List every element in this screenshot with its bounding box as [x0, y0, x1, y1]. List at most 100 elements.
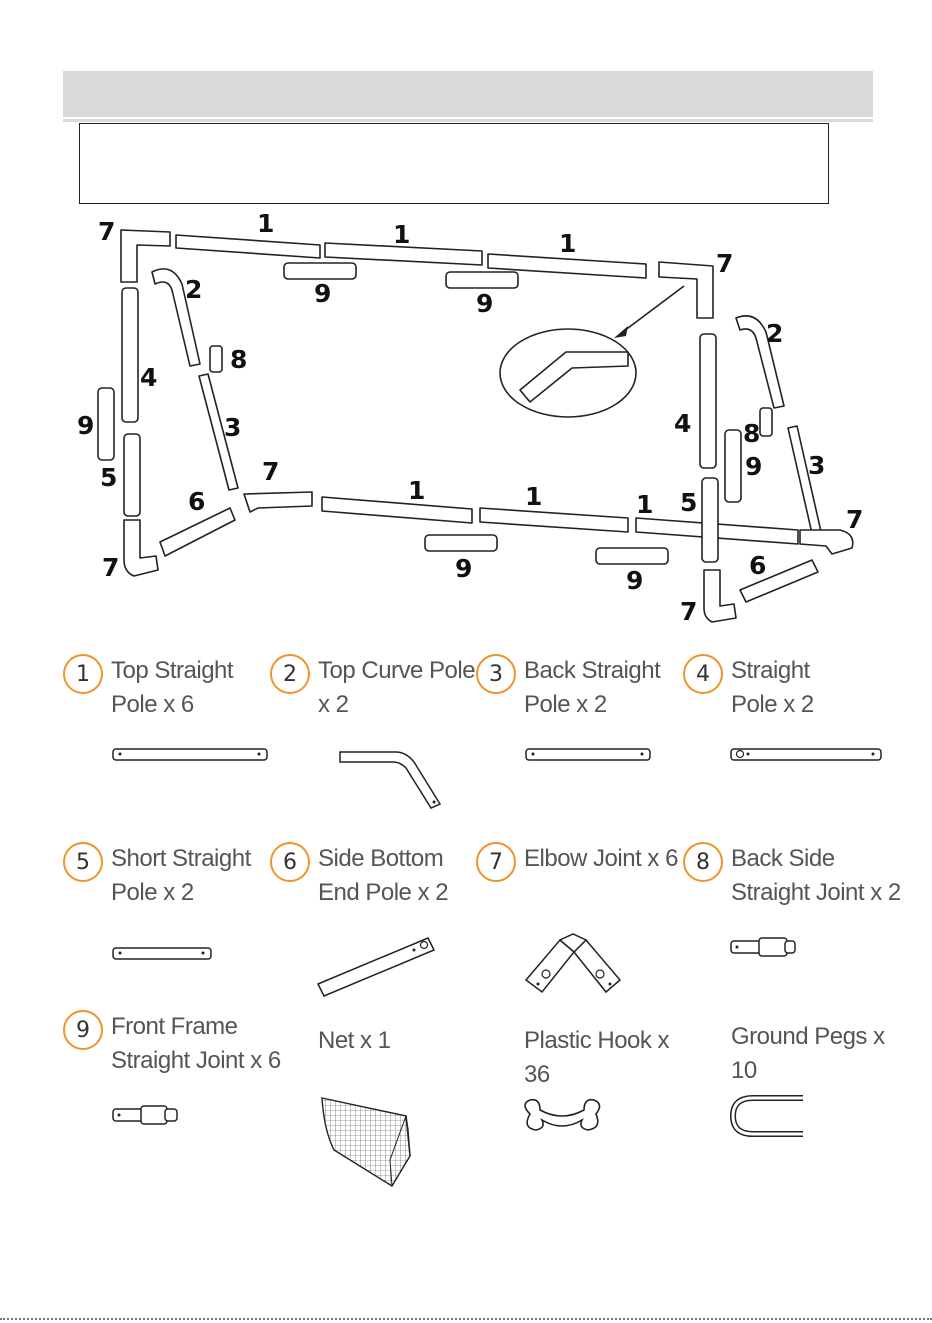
top-curve-pole-icon — [339, 751, 442, 809]
part-side-bottom-end-pole: 6 Side Bottom End Pole x 2 — [270, 842, 480, 1017]
callout-8: 8 — [230, 345, 247, 374]
detail-zoom-circle — [499, 328, 637, 418]
callout-7: 7 — [262, 457, 279, 486]
part-straight-pole: 4 Straight Pole x 2 — [683, 654, 893, 829]
part-number-badge: 1 — [63, 654, 103, 694]
pole-4-left — [121, 287, 139, 423]
part-plastic-hook: Plastic Hook x 36 — [476, 1010, 686, 1185]
part-front-frame-straight-joint: 9 Front Frame Straight Joint x 6 — [63, 1010, 281, 1185]
curve-pole-2-right — [735, 315, 785, 409]
part-number-badge: 7 — [476, 842, 516, 882]
part-back-straight-pole: 3 Back Straight Pole x 2 — [476, 654, 686, 829]
elbow-joint-bottom-right-front — [703, 569, 737, 623]
joint-9-bottom-b — [595, 547, 669, 565]
callout-3: 3 — [808, 451, 825, 480]
detail-elbow — [519, 351, 629, 403]
back-pole-3-right — [787, 425, 823, 539]
callout-7: 7 — [102, 553, 119, 582]
callout-1: 1 — [525, 482, 542, 511]
joint-8-right — [759, 407, 773, 437]
callout-1: 1 — [408, 476, 425, 505]
bottom-pole-1-middle — [479, 507, 629, 533]
top-pole-1-left — [175, 234, 321, 259]
joint-8-left — [209, 345, 223, 373]
part-top-straight-pole: 1 Top Straight Pole x 6 — [63, 654, 273, 829]
side-bottom-pole-6-right — [739, 559, 819, 603]
part-label: Front Frame Straight Joint x 6 — [111, 1013, 281, 1074]
part-ground-pegs: Ground Pegs x 10 — [683, 1010, 893, 1185]
callout-1: 1 — [257, 209, 274, 238]
callout-7: 7 — [680, 597, 697, 626]
part-number-badge: 8 — [683, 842, 723, 882]
callout-9: 9 — [455, 554, 472, 583]
callout-4: 4 — [140, 363, 157, 392]
callout-9: 9 — [77, 411, 94, 440]
part-label: Back Side Straight Joint x 2 — [731, 845, 901, 906]
callout-7: 7 — [98, 217, 115, 246]
back-pole-3-left — [198, 373, 239, 491]
elbow-joint-bottom-right — [799, 529, 854, 555]
bottom-dotted-rule — [0, 1318, 932, 1320]
joint-9-top-a — [283, 262, 357, 280]
part-number-badge: 4 — [683, 654, 723, 694]
front-frame-straight-joint-icon — [112, 1105, 178, 1125]
part-elbow-joint: 7 Elbow Joint x 6 — [476, 842, 686, 1017]
pole-5-right — [701, 477, 719, 563]
part-net: Net x 1 — [270, 1010, 480, 1187]
callout-9: 9 — [314, 279, 331, 308]
side-bottom-pole-6-left — [159, 507, 236, 557]
header-bar — [63, 71, 873, 117]
part-label: Top Curve Pole x 2 — [318, 657, 476, 718]
straight-pole-icon — [730, 748, 882, 761]
net-icon — [321, 1097, 411, 1187]
callout-1: 1 — [636, 490, 653, 519]
joint-9-left-side — [97, 387, 115, 461]
part-number-badge: 2 — [270, 654, 310, 694]
part-label: Straight Pole x 2 — [731, 657, 814, 718]
callout-7: 7 — [716, 249, 733, 278]
pole-4-right — [699, 333, 717, 469]
joint-9-bottom-a — [424, 534, 498, 552]
callout-2: 2 — [766, 319, 783, 348]
part-label: Elbow Joint x 6 — [524, 845, 678, 872]
short-straight-pole-icon — [112, 947, 212, 960]
joint-9-top-b — [445, 271, 519, 289]
part-label: Short Straight Pole x 2 — [111, 845, 251, 906]
top-pole-1-right — [487, 253, 647, 279]
callout-8: 8 — [743, 419, 760, 448]
part-label: Side Bottom End Pole x 2 — [318, 845, 449, 906]
part-number-badge: 3 — [476, 654, 516, 694]
notice-box — [79, 123, 829, 204]
callout-9: 9 — [745, 452, 762, 481]
callout-1: 1 — [559, 229, 576, 258]
elbow-joint-bottom-middle-left — [243, 491, 313, 513]
back-side-straight-joint-icon — [730, 937, 796, 957]
pole-5-left — [123, 433, 141, 517]
curve-pole-2-left — [151, 268, 201, 367]
part-label: Plastic Hook x 36 — [524, 1027, 670, 1088]
callout-1: 1 — [393, 220, 410, 249]
callout-2: 2 — [185, 275, 202, 304]
part-label: Top Straight Pole x 6 — [111, 657, 234, 718]
elbow-joint-bottom-left — [123, 519, 159, 577]
callout-6: 6 — [749, 551, 766, 580]
callout-9: 9 — [476, 289, 493, 318]
joint-9-right-side — [724, 429, 742, 503]
callout-4: 4 — [674, 409, 691, 438]
bottom-pole-1-left — [321, 496, 473, 524]
top-pole-1-middle — [324, 242, 483, 266]
part-label: Ground Pegs x 10 — [731, 1023, 885, 1084]
part-label: Back Straight Pole x 2 — [524, 657, 661, 718]
side-bottom-end-pole-icon — [316, 937, 436, 997]
elbow-joint-top-right — [658, 261, 714, 319]
part-short-straight-pole: 5 Short Straight Pole x 2 — [63, 842, 273, 1017]
part-number-badge: 6 — [270, 842, 310, 882]
callout-3: 3 — [224, 413, 241, 442]
part-label: Net x 1 — [318, 1027, 391, 1054]
assembly-diagram: 7 1 1 1 7 9 9 2 8 4 3 9 5 6 7 7 1 1 1 9 … — [77, 209, 863, 626]
callout-6: 6 — [188, 487, 205, 516]
plastic-hook-icon — [524, 1098, 601, 1131]
part-back-side-straight-joint: 8 Back Side Straight Joint x 2 — [683, 842, 901, 1017]
top-straight-pole-icon — [112, 748, 268, 761]
part-number-badge: 5 — [63, 842, 103, 882]
